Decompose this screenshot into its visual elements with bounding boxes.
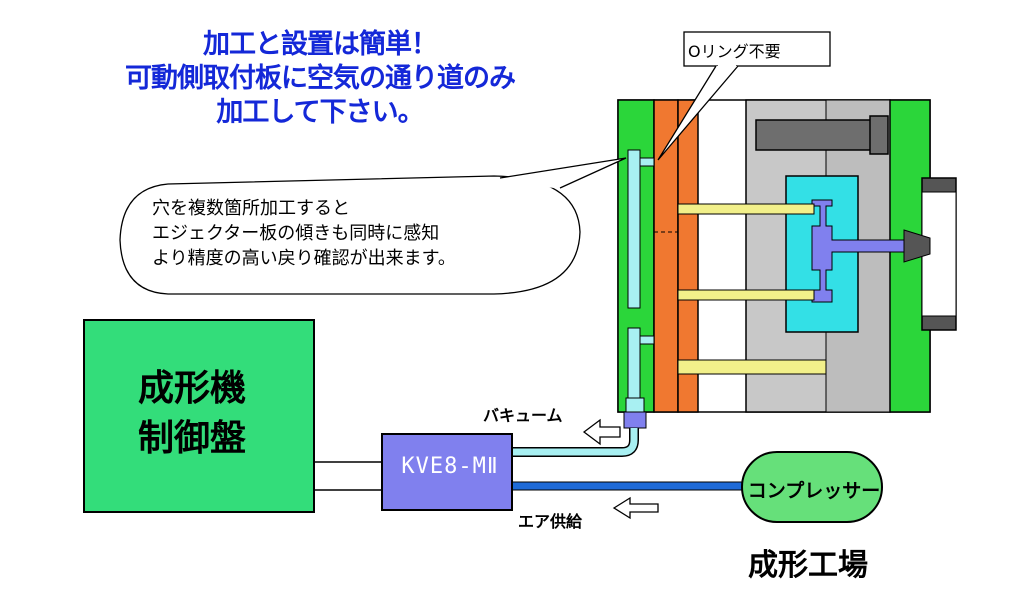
ejector-pin-1: [677, 203, 815, 215]
guide-pin-head: [869, 115, 889, 155]
vacuum-label: バキューム: [483, 406, 563, 425]
headline: 加工と設置は簡単！ 可動側取付板に空気の通り道のみ 加工して下さい。: [80, 28, 560, 130]
air-channel-port-lower: [639, 335, 655, 345]
oring-callout-pointer: [657, 65, 739, 161]
kve8-device-label: KVE8-MⅡ: [401, 454, 499, 479]
controller-label-line-2: 制御盤: [137, 418, 246, 459]
headline-line-1: 加工と設置は簡単！: [203, 29, 438, 60]
guide-pin: [755, 119, 881, 151]
note-callout-pointer: [499, 157, 627, 189]
note-callout-text: 穴を複数箇所加工すると エジェクター板の傾きも同時に感知 より精度の高い戻り確認…: [152, 196, 532, 271]
molded-product: [811, 199, 921, 303]
air-channel-upper: [627, 149, 641, 309]
headline-line-2: 可動側取付板に空気の通り道のみ: [125, 63, 516, 94]
sprue-bushing: [903, 229, 931, 263]
note-line-2: エジェクター板の傾きも同時に感知: [152, 223, 440, 244]
headline-line-3: 加工して下さい。: [216, 97, 424, 128]
mold-assembly: [617, 99, 957, 413]
note-callout-box: [119, 175, 581, 295]
mold-fitting: [623, 397, 647, 429]
return-pin: [677, 359, 827, 375]
air-supply-tube: [511, 481, 747, 491]
air-channel-port-upper: [639, 157, 655, 167]
vacuum-arrow-icon: [582, 418, 621, 446]
ejector-plate-a: [653, 99, 679, 413]
compressor: [741, 451, 883, 523]
ejector-pin-2: [677, 289, 815, 301]
vacuum-tube: [512, 428, 638, 456]
factory-label: 成形工場: [748, 548, 868, 583]
compressor-label: コンプレッサー: [747, 480, 881, 502]
ejector-plate-b: [677, 99, 699, 413]
note-line-3: より精度の高い戻り確認が出来ます。: [152, 248, 456, 269]
controller-cable: [313, 461, 383, 491]
oring-callout-box: [683, 31, 831, 67]
controller-box: [83, 319, 315, 513]
kve8-device: [381, 433, 513, 511]
air-supply-label: エア供給: [518, 512, 583, 531]
controller-label: 成形機 制御盤: [88, 364, 296, 464]
air-channel-lower: [627, 327, 641, 403]
note-line-1: 穴を複数箇所加工すると: [152, 198, 350, 219]
controller-label-line-1: 成形機: [137, 368, 246, 409]
oring-callout-text: Oリング不要: [688, 42, 781, 61]
air-arrow-icon: [612, 496, 659, 520]
